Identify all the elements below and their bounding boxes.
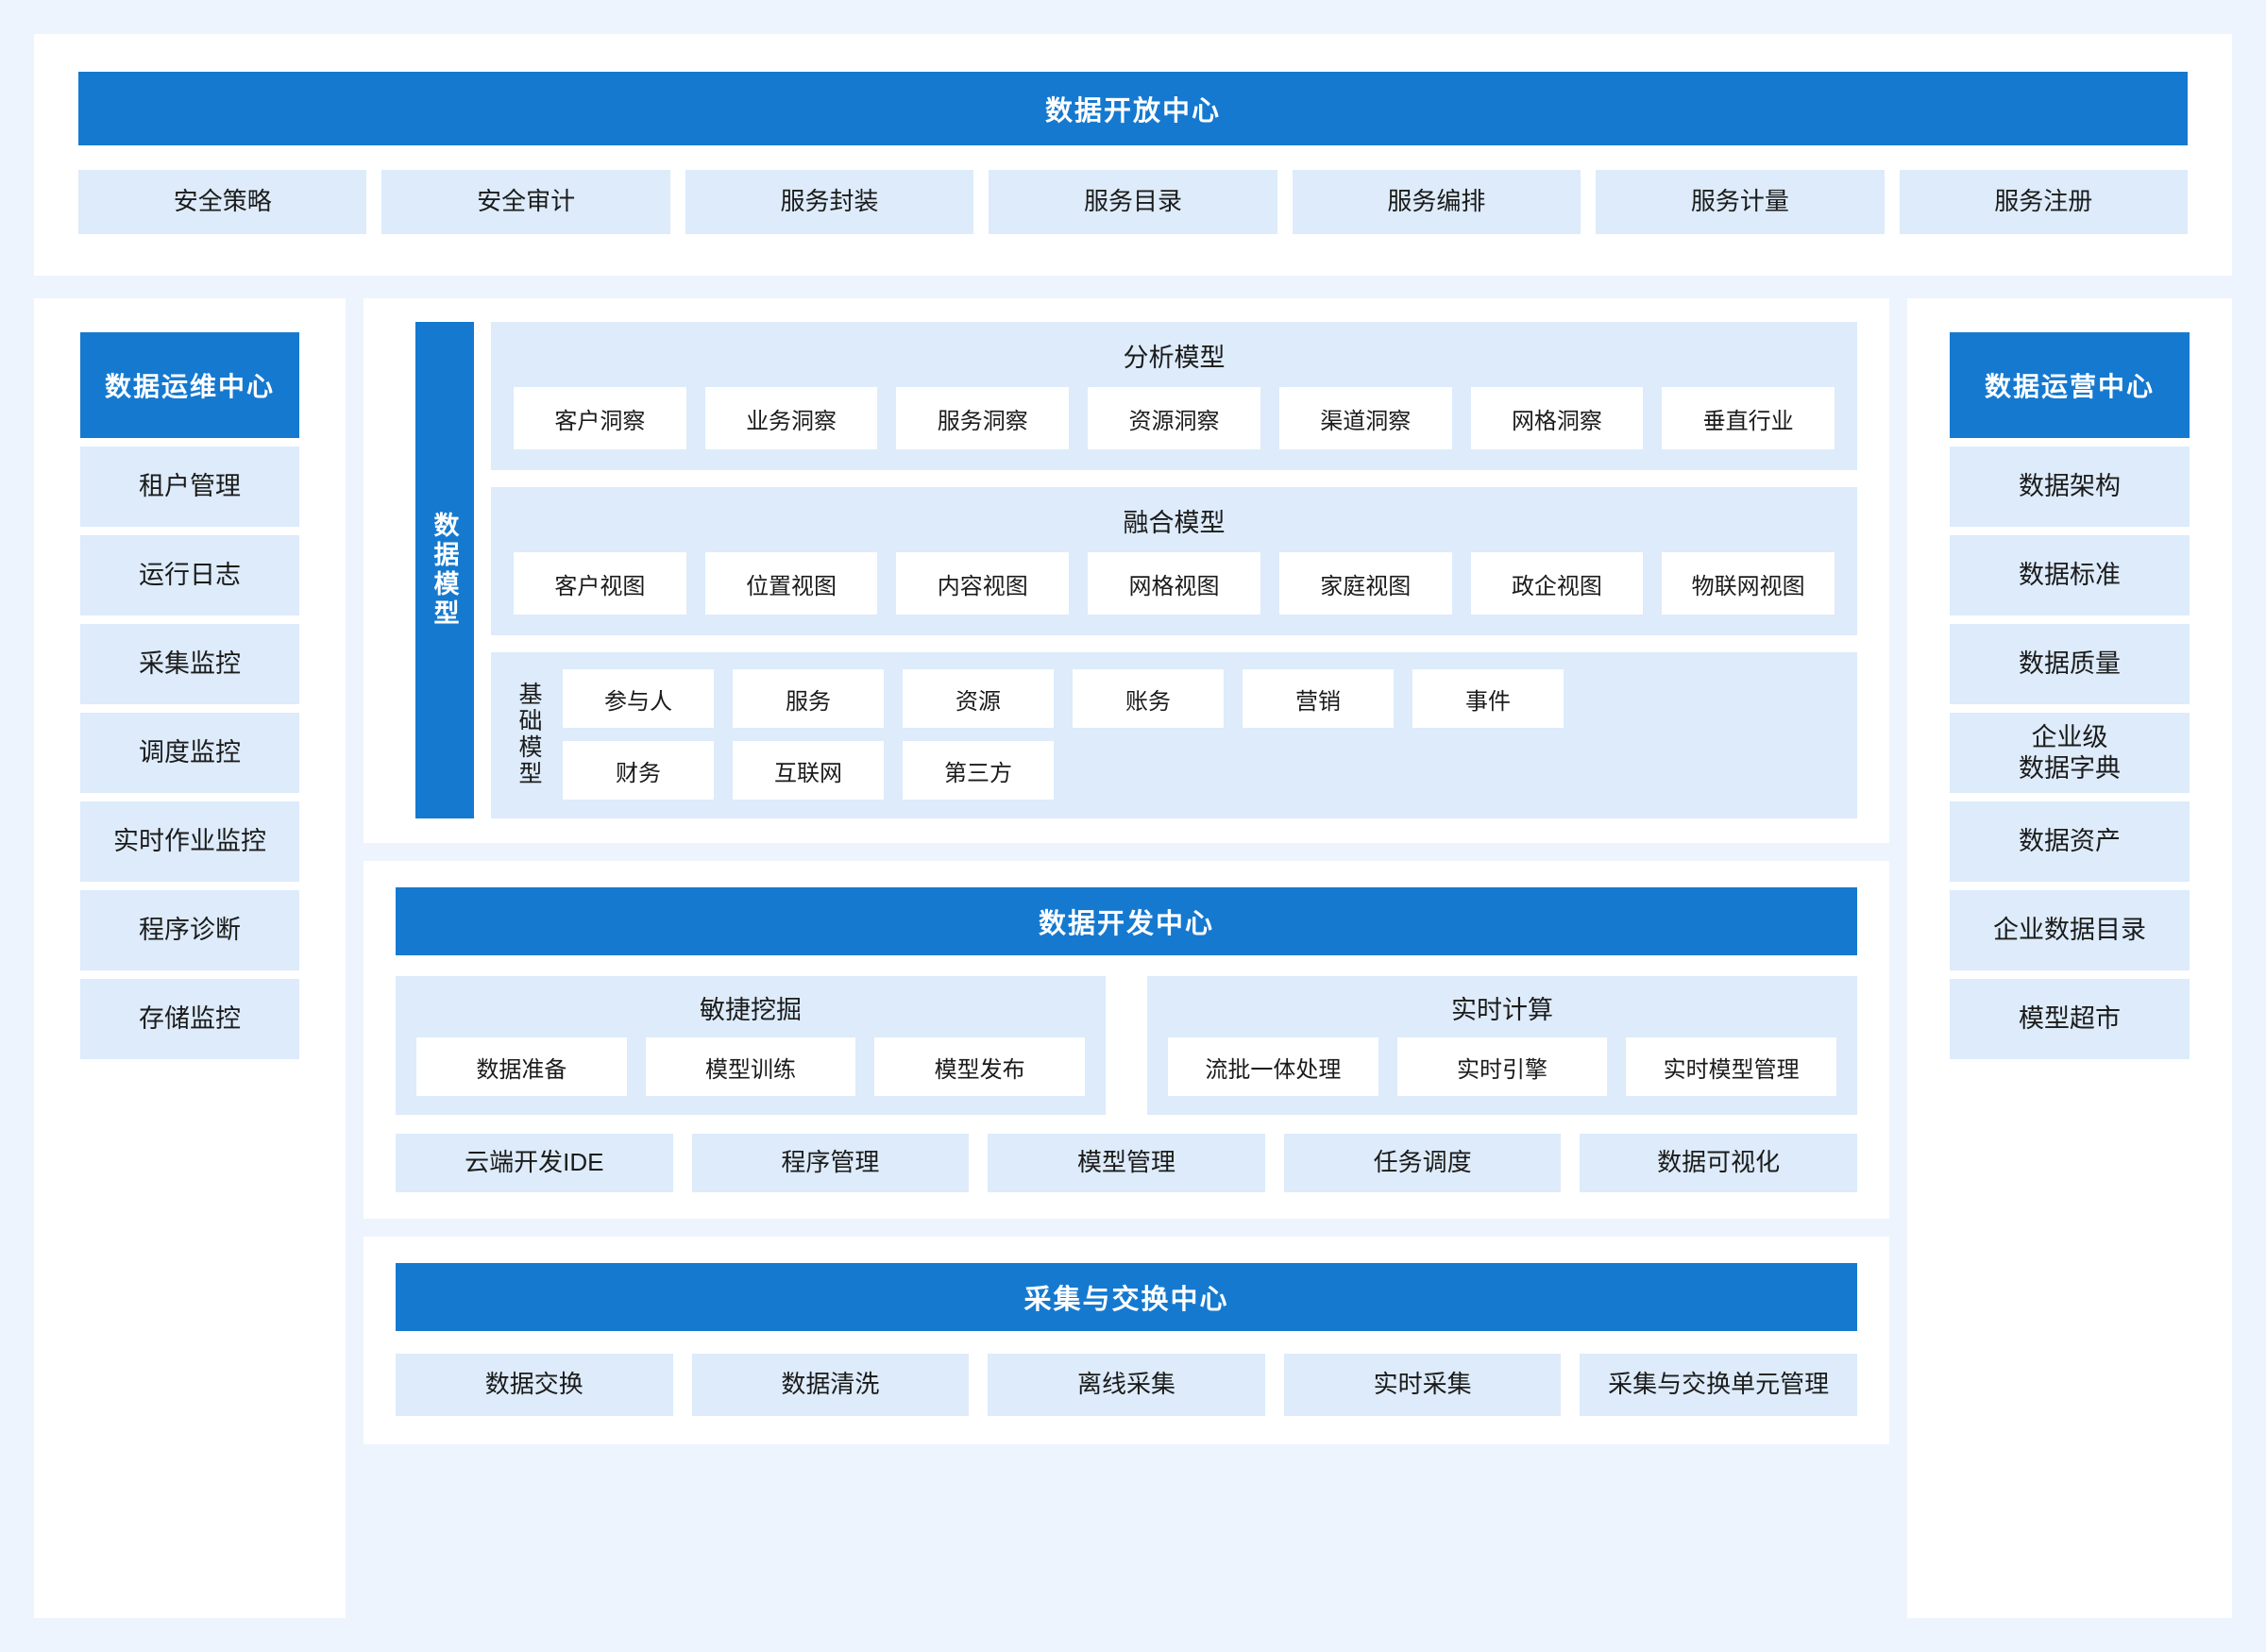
sidebar-item-data-quality[interactable]: 数据质量 xyxy=(1950,624,2190,704)
sidebar-item-program-diagnosis[interactable]: 程序诊断 xyxy=(80,890,299,970)
ops-center-sidebar: 数据运维中心 租户管理 运行日志 采集监控 调度监控 实时作业监控 程序诊断 存… xyxy=(34,298,346,1618)
analysis-model-item[interactable]: 垂直行业 xyxy=(1662,387,1835,449)
fusion-model-item[interactable]: 内容视图 xyxy=(896,552,1070,615)
analysis-model-item[interactable]: 业务洞察 xyxy=(704,387,878,449)
open-center-item-row: 安全策略 安全审计 服务封装 服务目录 服务编排 服务计量 服务注册 xyxy=(78,170,2188,234)
basic-model-item[interactable]: 事件 xyxy=(1412,669,1564,728)
open-center-panel: 数据开放中心 安全策略 安全审计 服务封装 服务目录 服务编排 服务计量 服务注… xyxy=(34,34,2232,276)
data-model-vertical-title: 数据模型 xyxy=(415,322,474,818)
agile-mining-item[interactable]: 数据准备 xyxy=(416,1037,627,1096)
data-model-groups: 分析模型 客户洞察 业务洞察 服务洞察 资源洞察 渠道洞察 网格洞察 垂直行业 xyxy=(491,322,1857,818)
sidebar-item-data-standard[interactable]: 数据标准 xyxy=(1950,535,2190,615)
sidebar-item-model-supermarket[interactable]: 模型超市 xyxy=(1950,979,2190,1059)
realtime-compute-group: 实时计算 流批一体处理 实时引擎 实时模型管理 xyxy=(1147,976,1857,1115)
realtime-compute-item[interactable]: 实时模型管理 xyxy=(1626,1037,1837,1096)
body-columns: 数据运维中心 租户管理 运行日志 采集监控 调度监控 实时作业监控 程序诊断 存… xyxy=(34,298,2232,1618)
sidebar-item-run-log[interactable]: 运行日志 xyxy=(80,535,299,615)
analysis-model-item[interactable]: 客户洞察 xyxy=(513,387,686,449)
collect-exchange-center-row: 数据交换 数据清洗 离线采集 实时采集 采集与交换单元管理 xyxy=(396,1354,1857,1416)
realtime-compute-item[interactable]: 实时引擎 xyxy=(1396,1037,1608,1096)
dev-center-item-cloud-ide[interactable]: 云端开发IDE xyxy=(396,1134,673,1192)
basic-model-row-1: 参与人 服务 资源 账务 营销 事件 xyxy=(563,669,1835,728)
fusion-model-item[interactable]: 位置视图 xyxy=(704,552,878,615)
ops-center-title: 数据运维中心 xyxy=(80,332,299,438)
realtime-compute-title: 实时计算 xyxy=(1451,996,1553,1024)
basic-model-item[interactable]: 账务 xyxy=(1073,669,1224,728)
sidebar-item-schedule-monitor[interactable]: 调度监控 xyxy=(80,713,299,793)
middle-column: 数据模型 分析模型 客户洞察 业务洞察 服务洞察 资源洞察 渠道洞察 网格洞察 … xyxy=(364,298,1889,1618)
analysis-model-item[interactable]: 渠道洞察 xyxy=(1278,387,1452,449)
operation-center-sidebar: 数据运营中心 数据架构 数据标准 数据质量 企业级 数据字典 数据资产 企业数据… xyxy=(1907,298,2232,1618)
dev-center-title: 数据开发中心 xyxy=(396,887,1857,955)
realtime-compute-item[interactable]: 流批一体处理 xyxy=(1168,1037,1378,1096)
sidebar-item-storage-monitor[interactable]: 存储监控 xyxy=(80,979,299,1059)
basic-model-item[interactable]: 资源 xyxy=(903,669,1054,728)
agile-mining-title: 敏捷挖掘 xyxy=(700,996,802,1024)
basic-model-item[interactable]: 服务 xyxy=(733,669,884,728)
dev-center-item-program-management[interactable]: 程序管理 xyxy=(691,1134,970,1192)
fusion-model-item[interactable]: 家庭视图 xyxy=(1278,552,1452,615)
agile-mining-row: 数据准备 模型训练 模型发布 xyxy=(416,1037,1086,1096)
open-center-item[interactable]: 服务注册 xyxy=(1899,170,2188,234)
spacer xyxy=(34,276,2232,298)
fusion-model-item[interactable]: 政企视图 xyxy=(1470,552,1644,615)
operation-center-title: 数据运营中心 xyxy=(1950,332,2190,438)
collect-exchange-item-offline-collection[interactable]: 离线采集 xyxy=(988,1354,1265,1416)
basic-model-row-2: 财务 互联网 第三方 xyxy=(563,741,1835,800)
fusion-model-item[interactable]: 网格视图 xyxy=(1088,552,1260,615)
dev-center-subgroups: 敏捷挖掘 数据准备 模型训练 模型发布 实时计算 流批一体处理 实时引擎 实时模… xyxy=(396,976,1857,1115)
open-center-item[interactable]: 服务目录 xyxy=(989,170,1277,234)
analysis-model-item[interactable]: 网格洞察 xyxy=(1470,387,1644,449)
open-center-item[interactable]: 安全审计 xyxy=(381,170,670,234)
analysis-model-group: 分析模型 客户洞察 业务洞察 服务洞察 资源洞察 渠道洞察 网格洞察 垂直行业 xyxy=(491,322,1857,470)
open-center-item[interactable]: 服务计量 xyxy=(1596,170,1885,234)
basic-model-label: 基础模型 xyxy=(516,682,542,787)
basic-model-item[interactable]: 营销 xyxy=(1243,669,1394,728)
collect-exchange-item-data-exchange[interactable]: 数据交换 xyxy=(396,1354,673,1416)
basic-model-item[interactable]: 财务 xyxy=(563,741,714,800)
collect-exchange-item-unit-management[interactable]: 采集与交换单元管理 xyxy=(1580,1354,1857,1416)
fusion-model-group: 融合模型 客户视图 位置视图 内容视图 网格视图 家庭视图 政企视图 物联网视图 xyxy=(491,487,1857,635)
agile-mining-group: 敏捷挖掘 数据准备 模型训练 模型发布 xyxy=(396,976,1106,1115)
dev-center-panel: 数据开发中心 敏捷挖掘 数据准备 模型训练 模型发布 实时计算 流批一体处理 xyxy=(364,861,1889,1219)
sidebar-item-enterprise-data-dictionary[interactable]: 企业级 数据字典 xyxy=(1950,713,2190,793)
sidebar-item-collection-monitor[interactable]: 采集监控 xyxy=(80,624,299,704)
basic-model-item[interactable]: 互联网 xyxy=(733,741,884,800)
collect-exchange-item-realtime-collection[interactable]: 实时采集 xyxy=(1283,1354,1562,1416)
agile-mining-item[interactable]: 模型训练 xyxy=(645,1037,856,1096)
open-center-title: 数据开放中心 xyxy=(78,72,2188,145)
sidebar-item-enterprise-data-catalog[interactable]: 企业数据目录 xyxy=(1950,890,2190,970)
basic-model-item[interactable]: 第三方 xyxy=(903,741,1054,800)
fusion-model-item[interactable]: 物联网视图 xyxy=(1662,552,1835,615)
basic-model-group: 基础模型 参与人 服务 资源 账务 营销 事件 财务 xyxy=(491,652,1857,818)
dev-center-bottom-row: 云端开发IDE 程序管理 模型管理 任务调度 数据可视化 xyxy=(396,1134,1857,1192)
basic-model-rows: 参与人 服务 资源 账务 营销 事件 财务 互联网 第三方 xyxy=(563,669,1835,800)
analysis-model-item[interactable]: 服务洞察 xyxy=(896,387,1070,449)
sidebar-item-tenant-management[interactable]: 租户管理 xyxy=(80,447,299,527)
collect-exchange-center-title: 采集与交换中心 xyxy=(396,1263,1857,1331)
fusion-model-row: 客户视图 位置视图 内容视图 网格视图 家庭视图 政企视图 物联网视图 xyxy=(513,552,1835,615)
collect-exchange-item-data-cleaning[interactable]: 数据清洗 xyxy=(691,1354,970,1416)
open-center-item[interactable]: 服务编排 xyxy=(1292,170,1581,234)
basic-model-item[interactable]: 参与人 xyxy=(563,669,714,728)
analysis-model-row: 客户洞察 业务洞察 服务洞察 资源洞察 渠道洞察 网格洞察 垂直行业 xyxy=(513,387,1835,449)
data-model-panel: 数据模型 分析模型 客户洞察 业务洞察 服务洞察 资源洞察 渠道洞察 网格洞察 … xyxy=(364,298,1889,843)
analysis-model-title: 分析模型 xyxy=(1123,344,1226,372)
sidebar-item-data-architecture[interactable]: 数据架构 xyxy=(1950,447,2190,527)
collect-exchange-center-panel: 采集与交换中心 数据交换 数据清洗 离线采集 实时采集 采集与交换单元管理 xyxy=(364,1237,1889,1444)
analysis-model-item[interactable]: 资源洞察 xyxy=(1088,387,1260,449)
agile-mining-item[interactable]: 模型发布 xyxy=(874,1037,1086,1096)
sidebar-item-realtime-job-monitor[interactable]: 实时作业监控 xyxy=(80,801,299,882)
open-center-item[interactable]: 服务封装 xyxy=(685,170,974,234)
fusion-model-title: 融合模型 xyxy=(1123,509,1226,537)
dev-center-item-model-management[interactable]: 模型管理 xyxy=(988,1134,1265,1192)
dev-center-item-task-scheduling[interactable]: 任务调度 xyxy=(1283,1134,1562,1192)
realtime-compute-row: 流批一体处理 实时引擎 实时模型管理 xyxy=(1168,1037,1837,1096)
sidebar-item-data-asset[interactable]: 数据资产 xyxy=(1950,801,2190,882)
open-center-item[interactable]: 安全策略 xyxy=(78,170,367,234)
fusion-model-item[interactable]: 客户视图 xyxy=(513,552,686,615)
dev-center-item-data-visualization[interactable]: 数据可视化 xyxy=(1580,1134,1857,1192)
